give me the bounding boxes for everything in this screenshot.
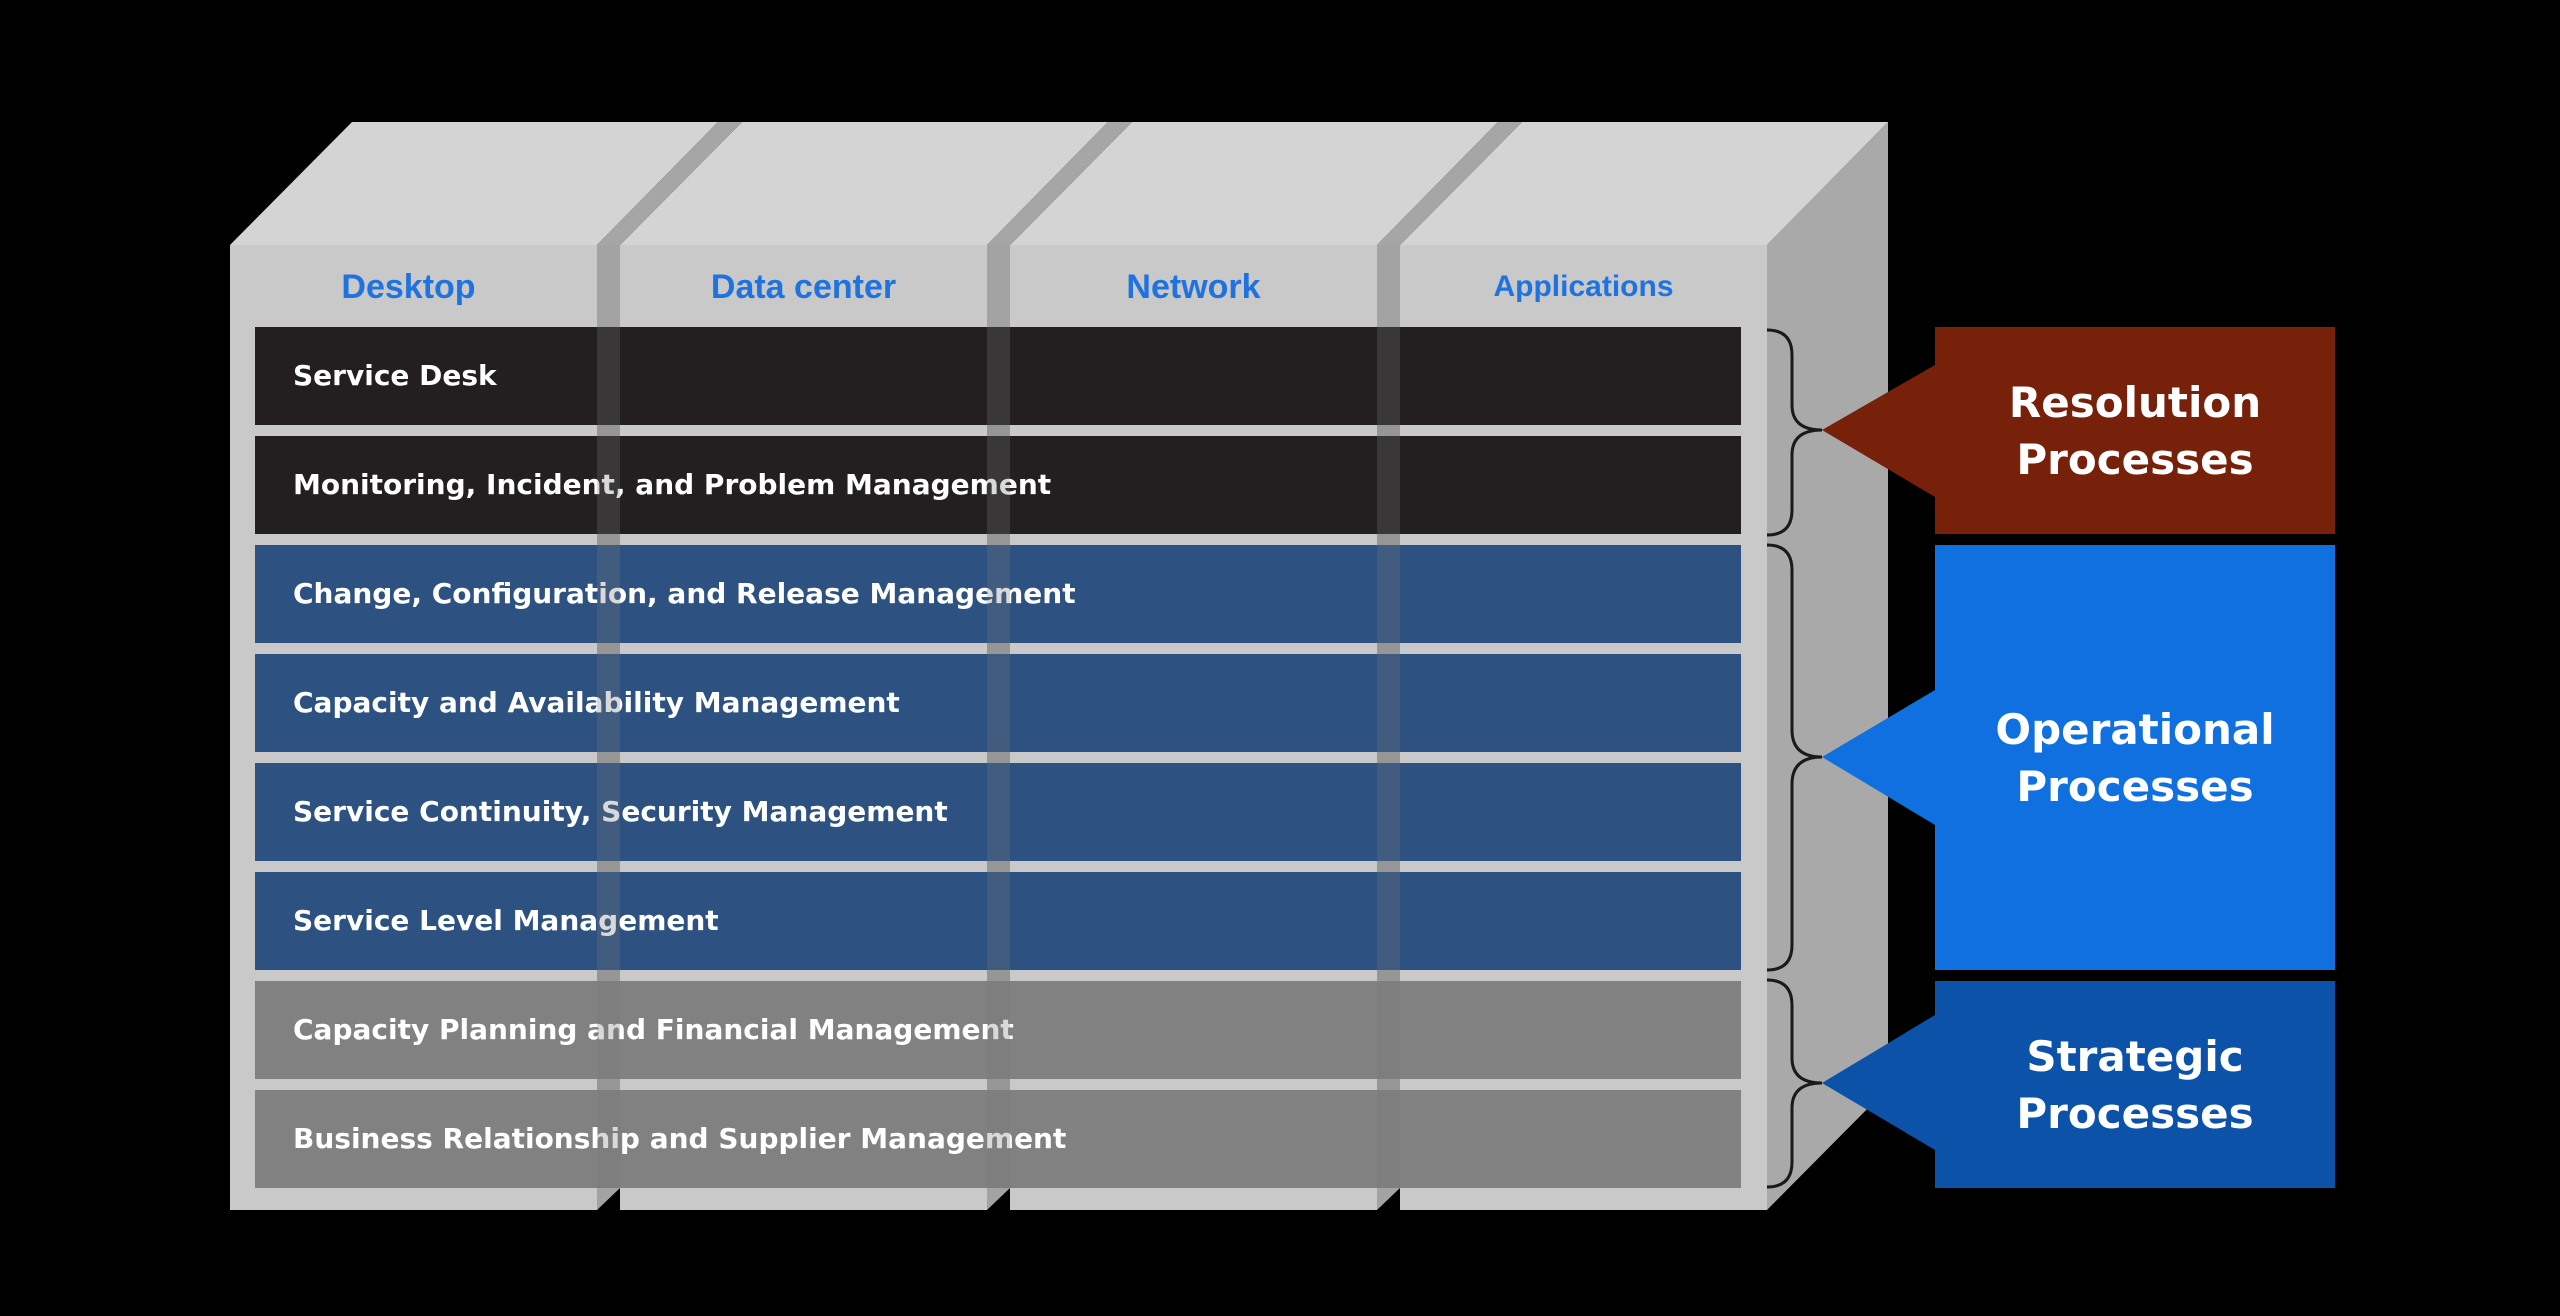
column-top-datacenter — [620, 122, 1108, 245]
row-service-desk: Service Desk — [255, 327, 1741, 425]
cube-side-face — [1767, 122, 1888, 1210]
column-top-network — [1010, 122, 1498, 245]
row-label: Service Continuity, Security Management — [293, 795, 948, 828]
strategic-processes-box: Strategic Processes — [1935, 981, 2335, 1188]
column-label-desktop: Desktop — [341, 268, 476, 306]
column-top-applications — [1400, 122, 1888, 245]
row-label: Capacity and Availability Management — [293, 686, 900, 719]
row-service-continuity-security: Service Continuity, Security Management — [255, 763, 1741, 861]
row-business-relationship-supplier: Business Relationship and Supplier Manag… — [255, 1090, 1741, 1188]
row-label: Service Level Management — [293, 904, 719, 937]
row-label: Capacity Planning and Financial Manageme… — [293, 1013, 1014, 1046]
row-monitoring-incident-problem: Monitoring, Incident, and Problem Manage… — [255, 436, 1741, 534]
column-notch-1 — [597, 1188, 620, 1210]
row-label: Business Relationship and Supplier Manag… — [293, 1122, 1067, 1155]
column-label-applications: Applications — [1493, 270, 1674, 303]
operational-processes-box: Operational Processes — [1935, 545, 2335, 970]
resolution-arrow — [1822, 365, 1935, 497]
column-ridge-2 — [987, 122, 1132, 245]
column-label-datacenter: Data center — [710, 268, 897, 306]
row-change-configuration-release: Change, Configuration, and Release Manag… — [255, 545, 1741, 643]
column-label-network: Network — [1126, 268, 1261, 306]
row-capacity-planning-financial: Capacity Planning and Financial Manageme… — [255, 981, 1741, 1079]
operational-line1: Operational — [1995, 704, 2275, 754]
resolution-processes-box: Resolution Processes — [1935, 327, 2335, 534]
row-service-level: Service Level Management — [255, 872, 1741, 970]
resolution-line1: Resolution — [2008, 377, 2262, 427]
column-top-desktop — [230, 122, 718, 245]
column-notch-3 — [1377, 1188, 1400, 1210]
row-label: Change, Configuration, and Release Manag… — [293, 577, 1076, 610]
column-ridge-1 — [597, 122, 742, 245]
operational-line2: Processes — [2016, 761, 2254, 811]
row-label: Monitoring, Incident, and Problem Manage… — [293, 468, 1052, 501]
column-notch-2 — [987, 1188, 1010, 1210]
column-ridge-3 — [1377, 122, 1522, 245]
resolution-line2: Processes — [2016, 434, 2254, 484]
strategic-line1: Strategic — [2026, 1031, 2244, 1081]
row-capacity-availability: Capacity and Availability Management — [255, 654, 1741, 752]
strategic-line2: Processes — [2016, 1088, 2254, 1138]
strategic-arrow — [1822, 1015, 1935, 1150]
row-label: Service Desk — [293, 359, 497, 392]
operational-arrow — [1822, 690, 1935, 825]
